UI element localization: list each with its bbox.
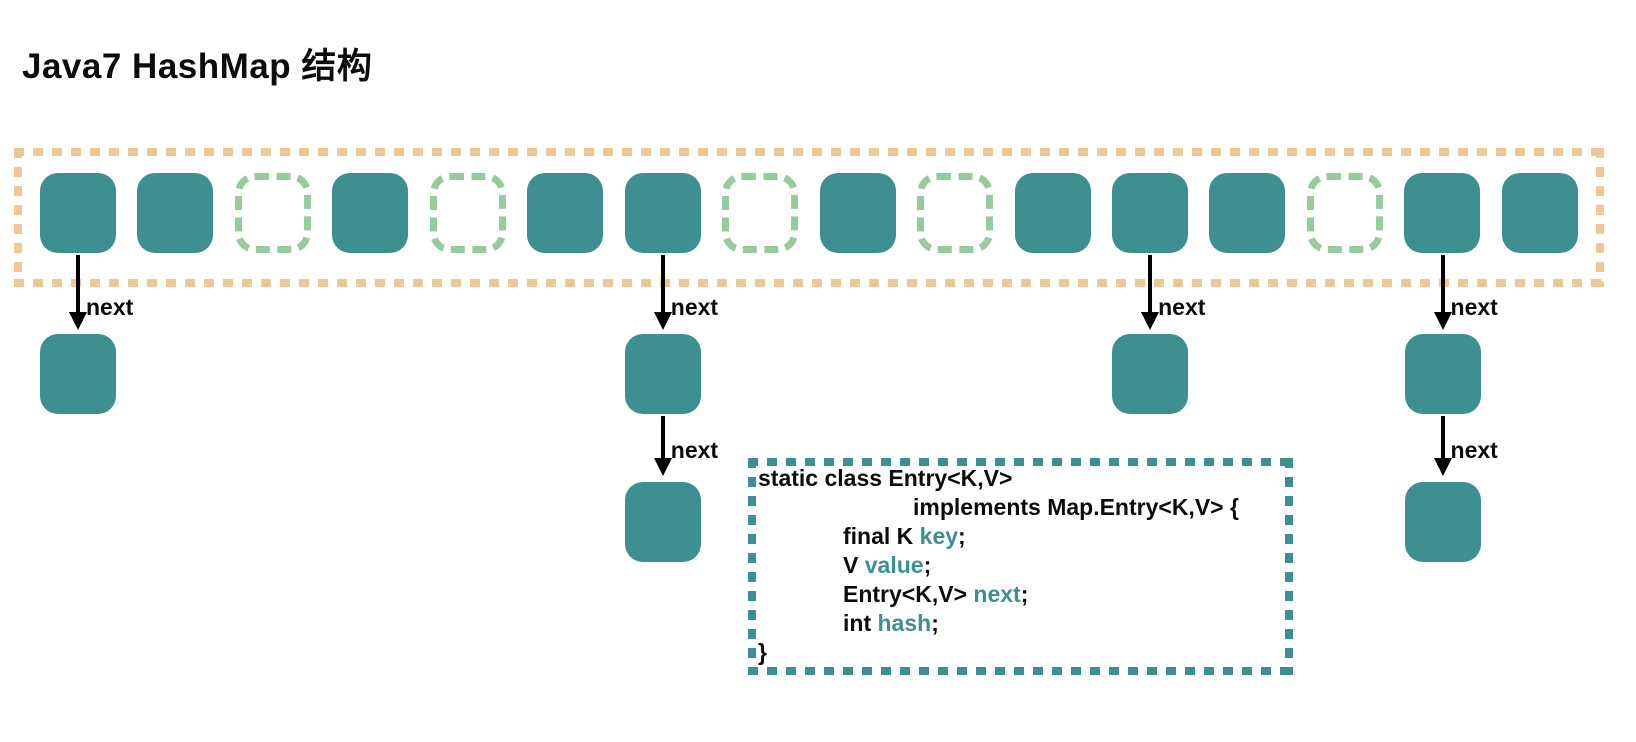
bucket-slot-filled <box>1111 173 1188 253</box>
bucket-slot-filled <box>624 173 701 253</box>
arrow-down-icon <box>653 255 672 330</box>
arrow-head <box>1141 312 1160 330</box>
bucket-slot-filled <box>40 173 116 253</box>
arrow-down-icon <box>69 255 87 330</box>
entry-node <box>1112 334 1189 414</box>
arrow-head <box>1433 312 1452 330</box>
arrow-shaft <box>76 255 80 312</box>
entry-node <box>624 334 701 414</box>
code-line: static class Entry<K,V> <box>758 464 1288 493</box>
entry-class-code-lines: static class Entry<K,V> implements Map.En… <box>758 464 1288 667</box>
bucket-slot-filled <box>137 173 214 253</box>
arrow-shaft <box>1440 416 1445 458</box>
code-line: Entry<K,V> next; <box>843 580 1288 609</box>
bucket-slot-filled <box>819 173 896 253</box>
bucket-slot-filled <box>527 173 604 253</box>
next-label: next <box>1450 294 1498 320</box>
code-line: implements Map.Entry<K,V> { <box>913 493 1288 522</box>
code-text: ; <box>923 552 932 578</box>
bucket-slot-filled <box>1209 173 1286 253</box>
bucket-slot-empty <box>1306 173 1383 253</box>
code-text: } <box>758 639 767 665</box>
arrow-down-icon <box>1433 255 1452 330</box>
code-text: implements Map.Entry<K,V> { <box>913 494 1239 520</box>
arrow-down-icon <box>653 416 672 476</box>
arrow-down-icon <box>1141 255 1160 330</box>
arrow-head <box>653 312 672 330</box>
arrow-head <box>1433 458 1452 476</box>
next-label: next <box>1158 294 1206 320</box>
bucket-slot-filled <box>1501 173 1578 253</box>
bucket-slot-empty <box>722 173 799 253</box>
code-text: V <box>843 552 865 578</box>
code-text: final K <box>843 523 920 549</box>
code-text: ; <box>931 610 939 636</box>
code-field-name: value <box>864 552 924 578</box>
bucket-slot-empty <box>234 173 311 253</box>
code-line: final K key; <box>843 522 1288 551</box>
bucket-slot-filled <box>1014 173 1091 253</box>
code-field-name: next <box>973 581 1021 607</box>
arrow-shaft <box>1440 255 1445 312</box>
next-label: next <box>1450 437 1498 463</box>
entry-node <box>624 482 701 562</box>
entry-node <box>1404 334 1481 414</box>
bucket-slot-empty <box>917 173 994 253</box>
hashmap-bucket-array <box>14 148 1604 287</box>
page-title: Java7 HashMap 结构 <box>22 47 373 86</box>
next-label: next <box>670 437 719 463</box>
code-text: ; <box>958 523 966 549</box>
arrow-head <box>653 458 672 476</box>
arrow-head <box>69 312 87 330</box>
next-label: next <box>86 294 134 320</box>
entry-node <box>40 334 116 414</box>
arrow-shaft <box>1148 255 1153 312</box>
bucket-slot-empty <box>429 173 506 253</box>
code-field-name: key <box>919 523 959 549</box>
arrow-shaft <box>660 255 665 312</box>
code-field-name: hash <box>877 610 932 636</box>
entry-node <box>1404 482 1481 562</box>
code-text: static class Entry<K,V> <box>758 465 1013 491</box>
bucket-slot-filled <box>1404 173 1481 253</box>
code-text: int <box>843 610 878 636</box>
code-line: V value; <box>843 551 1288 580</box>
entry-class-code-box <box>748 458 1293 675</box>
code-text: ; <box>1020 581 1029 607</box>
code-text: Entry<K,V> <box>843 581 974 607</box>
code-line: } <box>758 638 1288 667</box>
arrow-shaft <box>660 416 665 458</box>
next-label: next <box>670 294 719 320</box>
code-line: int hash; <box>843 609 1288 638</box>
arrow-down-icon <box>1433 416 1452 476</box>
bucket-slot-filled <box>332 173 409 253</box>
